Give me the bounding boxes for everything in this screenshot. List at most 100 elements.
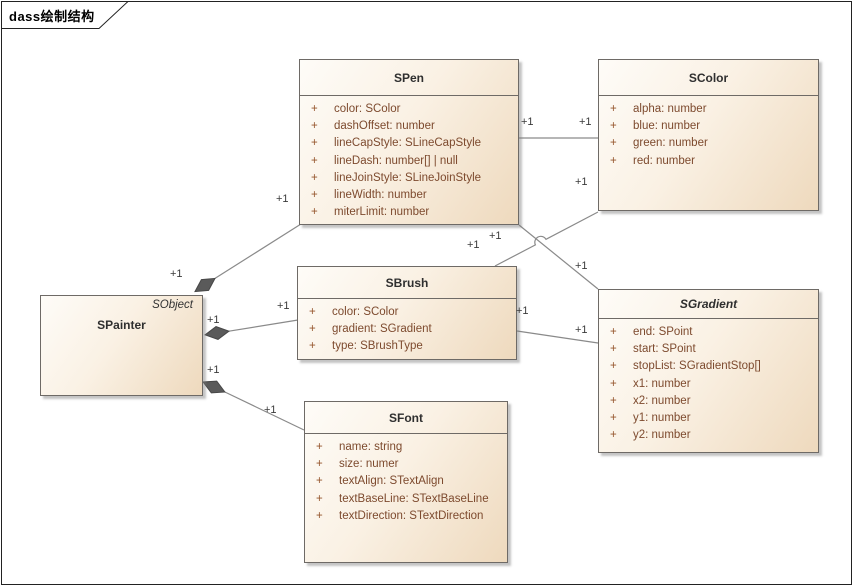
attribute-row: + y1: number [599, 409, 818, 426]
visibility-sign: + [610, 137, 617, 150]
attribute-compartment: + alpha: number + blue: number + green: … [599, 96, 818, 169]
class-title: SFont [305, 402, 507, 434]
attribute-row: + textBaseLine: STextBaseLine [305, 490, 507, 507]
multiplicity-label: +1 [207, 364, 220, 376]
attribute-row: + type: SBrushType [298, 338, 516, 355]
class-sbrush[interactable]: SBrush + color: SColor + gradient: SGrad… [297, 266, 517, 360]
parent-classifier-label: SObject [152, 299, 193, 311]
visibility-sign: + [610, 325, 617, 338]
multiplicity-label: +1 [467, 239, 480, 251]
visibility-sign: + [610, 102, 617, 115]
attribute-row: + y2: number [599, 427, 818, 444]
attribute-row: + textDirection: STextDirection [305, 507, 507, 524]
attribute-text: x2: number [633, 394, 691, 407]
visibility-sign: + [316, 492, 323, 505]
visibility-sign: + [316, 457, 323, 470]
attribute-text: alpha: number [633, 102, 707, 115]
attribute-row: + green: number [599, 135, 818, 152]
attribute-text: red: number [633, 154, 696, 167]
attribute-row: + gradient: SGradient [298, 320, 516, 337]
visibility-sign: + [311, 206, 318, 219]
attribute-compartment: + color: SColor + dashOffset: number + l… [300, 96, 518, 221]
attribute-text: textBaseLine: STextBaseLine [339, 492, 489, 505]
visibility-sign: + [311, 189, 318, 202]
visibility-sign: + [311, 137, 318, 150]
multiplicity-label: +1 [170, 268, 183, 280]
attribute-row: + dashOffset: number [300, 117, 518, 134]
visibility-sign: + [610, 377, 617, 390]
attribute-text: y2: number [633, 429, 691, 442]
attribute-text: stopList: SGradientStop[] [633, 360, 761, 373]
visibility-sign: + [309, 305, 316, 318]
class-title: SPen [300, 60, 518, 96]
class-sgradient[interactable]: SGradient + end: SPoint + start: SPoint … [598, 289, 819, 453]
attribute-text: blue: number [633, 119, 701, 132]
multiplicity-label: +1 [277, 300, 290, 312]
visibility-sign: + [311, 119, 318, 132]
attribute-text: lineJoinStyle: SLineJoinStyle [334, 171, 482, 184]
attribute-row: + x2: number [599, 392, 818, 409]
attribute-row: + lineDash: number[] | null [300, 152, 518, 169]
attribute-text: miterLimit: number [334, 206, 430, 219]
multiplicity-label: +1 [516, 305, 529, 317]
attribute-row: + start: SPoint [599, 340, 818, 357]
attribute-text: lineWidth: number [334, 189, 427, 202]
attribute-text: textAlign: STextAlign [339, 475, 444, 488]
multiplicity-label: +1 [575, 176, 588, 188]
class-sfont[interactable]: SFont + name: string + size: numer + tex… [304, 401, 508, 563]
visibility-sign: + [311, 102, 318, 115]
attribute-text: name: string [339, 440, 403, 453]
class-spen[interactable]: SPen + color: SColor + dashOffset: numbe… [299, 59, 519, 225]
connector-spainter-sfont[interactable] [224, 391, 305, 431]
attribute-row: + textAlign: STextAlign [305, 473, 507, 490]
attribute-text: textDirection: STextDirection [339, 509, 484, 522]
attribute-row: + lineJoinStyle: SLineJoinStyle [300, 169, 518, 186]
connector-sbrush-scolor[interactable] [494, 211, 599, 267]
visibility-sign: + [311, 171, 318, 184]
attribute-text: type: SBrushType [332, 340, 423, 353]
class-scolor[interactable]: SColor + alpha: number + blue: number + … [598, 59, 819, 211]
attribute-text: lineDash: number[] | null [334, 154, 458, 167]
attribute-text: dashOffset: number [334, 119, 435, 132]
attribute-text: y1: number [633, 412, 691, 425]
visibility-sign: + [311, 154, 318, 167]
attribute-row: + color: SColor [298, 303, 516, 320]
connector-sbrush-sgradient[interactable] [516, 330, 599, 344]
attribute-row: + miterLimit: number [300, 204, 518, 221]
multiplicity-label: +1 [276, 193, 289, 205]
attribute-text: lineCapStyle: SLineCapStyle [334, 137, 482, 150]
visibility-sign: + [309, 340, 316, 353]
connector-spen-sgradient[interactable] [518, 224, 599, 290]
attribute-row: + lineCapStyle: SLineCapStyle [300, 135, 518, 152]
attribute-text: gradient: SGradient [332, 322, 432, 335]
multiplicity-label: +1 [579, 116, 592, 128]
visibility-sign: + [610, 119, 617, 132]
visibility-sign: + [610, 360, 617, 373]
attribute-text: color: SColor [334, 102, 401, 115]
class-spainter[interactable]: SObject SPainter [40, 295, 203, 396]
frame-tab-shape [1, 0, 130, 29]
multiplicity-label: +1 [207, 314, 220, 326]
attribute-text: green: number [633, 137, 708, 150]
visibility-sign: + [610, 429, 617, 442]
connector-spainter-spen[interactable] [214, 223, 302, 279]
visibility-sign: + [610, 154, 617, 167]
attribute-row: + size: numer [305, 455, 507, 472]
visibility-sign: + [610, 342, 617, 355]
visibility-sign: + [610, 412, 617, 425]
attribute-row: + blue: number [599, 117, 818, 134]
connector-spainter-sbrush[interactable] [228, 319, 299, 332]
visibility-sign: + [316, 475, 323, 488]
class-title: SPainter [97, 318, 146, 332]
attribute-text: color: SColor [332, 305, 399, 318]
multiplicity-label: +1 [489, 230, 502, 242]
composition-diamond-spen [194, 277, 216, 293]
attribute-row: + end: SPoint [599, 323, 818, 340]
composition-diamond-sbrush [204, 326, 230, 340]
attribute-compartment: + color: SColor + gradient: SGradient + … [298, 299, 516, 355]
attribute-compartment: + end: SPoint + start: SPoint + stopList… [599, 319, 818, 444]
frame-title: dass绘制结构 [9, 9, 95, 24]
